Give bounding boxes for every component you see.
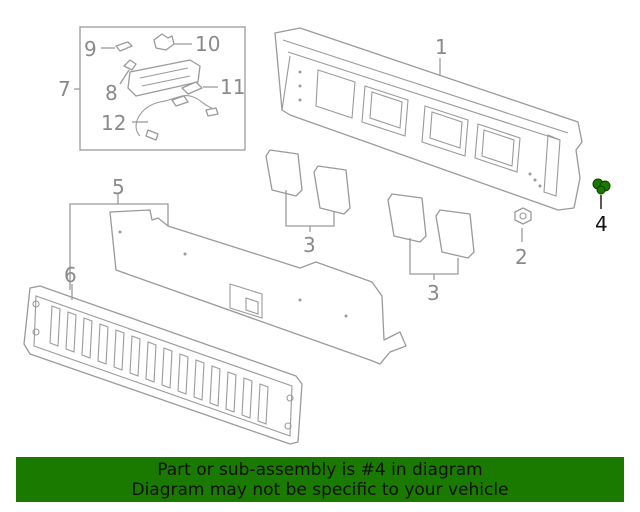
callout-9: 9 bbox=[84, 37, 97, 61]
banner-line-2: Diagram may not be specific to your vehi… bbox=[131, 480, 509, 500]
callout-10: 10 bbox=[195, 32, 220, 56]
part-9-clip bbox=[115, 41, 133, 52]
part-11-connector bbox=[181, 81, 203, 95]
part-4-fastener-highlighted bbox=[592, 178, 611, 209]
part-2-nut bbox=[514, 207, 532, 242]
callout-8: 8 bbox=[105, 81, 118, 105]
banner-line-1: Part or sub-assembly is #4 in diagram bbox=[157, 460, 483, 480]
callout-5: 5 bbox=[112, 175, 125, 199]
part-6-outer-panel bbox=[23, 284, 303, 445]
part-5-inner-panel bbox=[69, 194, 407, 365]
parts-diagram: 1 2 3 3 4 5 6 7 8 9 10 11 12 bbox=[23, 26, 611, 445]
callout-2: 2 bbox=[515, 245, 528, 269]
callout-3-right: 3 bbox=[427, 281, 440, 305]
part-1-frame bbox=[274, 27, 583, 211]
callout-11: 11 bbox=[220, 75, 245, 99]
part-10-bracket bbox=[153, 33, 175, 51]
callout-6: 6 bbox=[64, 263, 77, 287]
part-12-harness bbox=[135, 95, 213, 137]
inset-group bbox=[74, 26, 246, 151]
callout-7: 7 bbox=[58, 77, 71, 101]
callout-labels: 1 2 3 3 4 5 6 7 8 9 10 11 12 bbox=[58, 32, 608, 305]
part-3-seals bbox=[265, 149, 475, 280]
callout-12: 12 bbox=[101, 111, 126, 135]
info-banner: Part or sub-assembly is #4 in diagram Di… bbox=[16, 457, 624, 502]
callout-3-left: 3 bbox=[303, 233, 316, 257]
callout-4: 4 bbox=[595, 212, 608, 236]
callout-1: 1 bbox=[435, 35, 448, 59]
part-8-screw bbox=[123, 59, 137, 71]
